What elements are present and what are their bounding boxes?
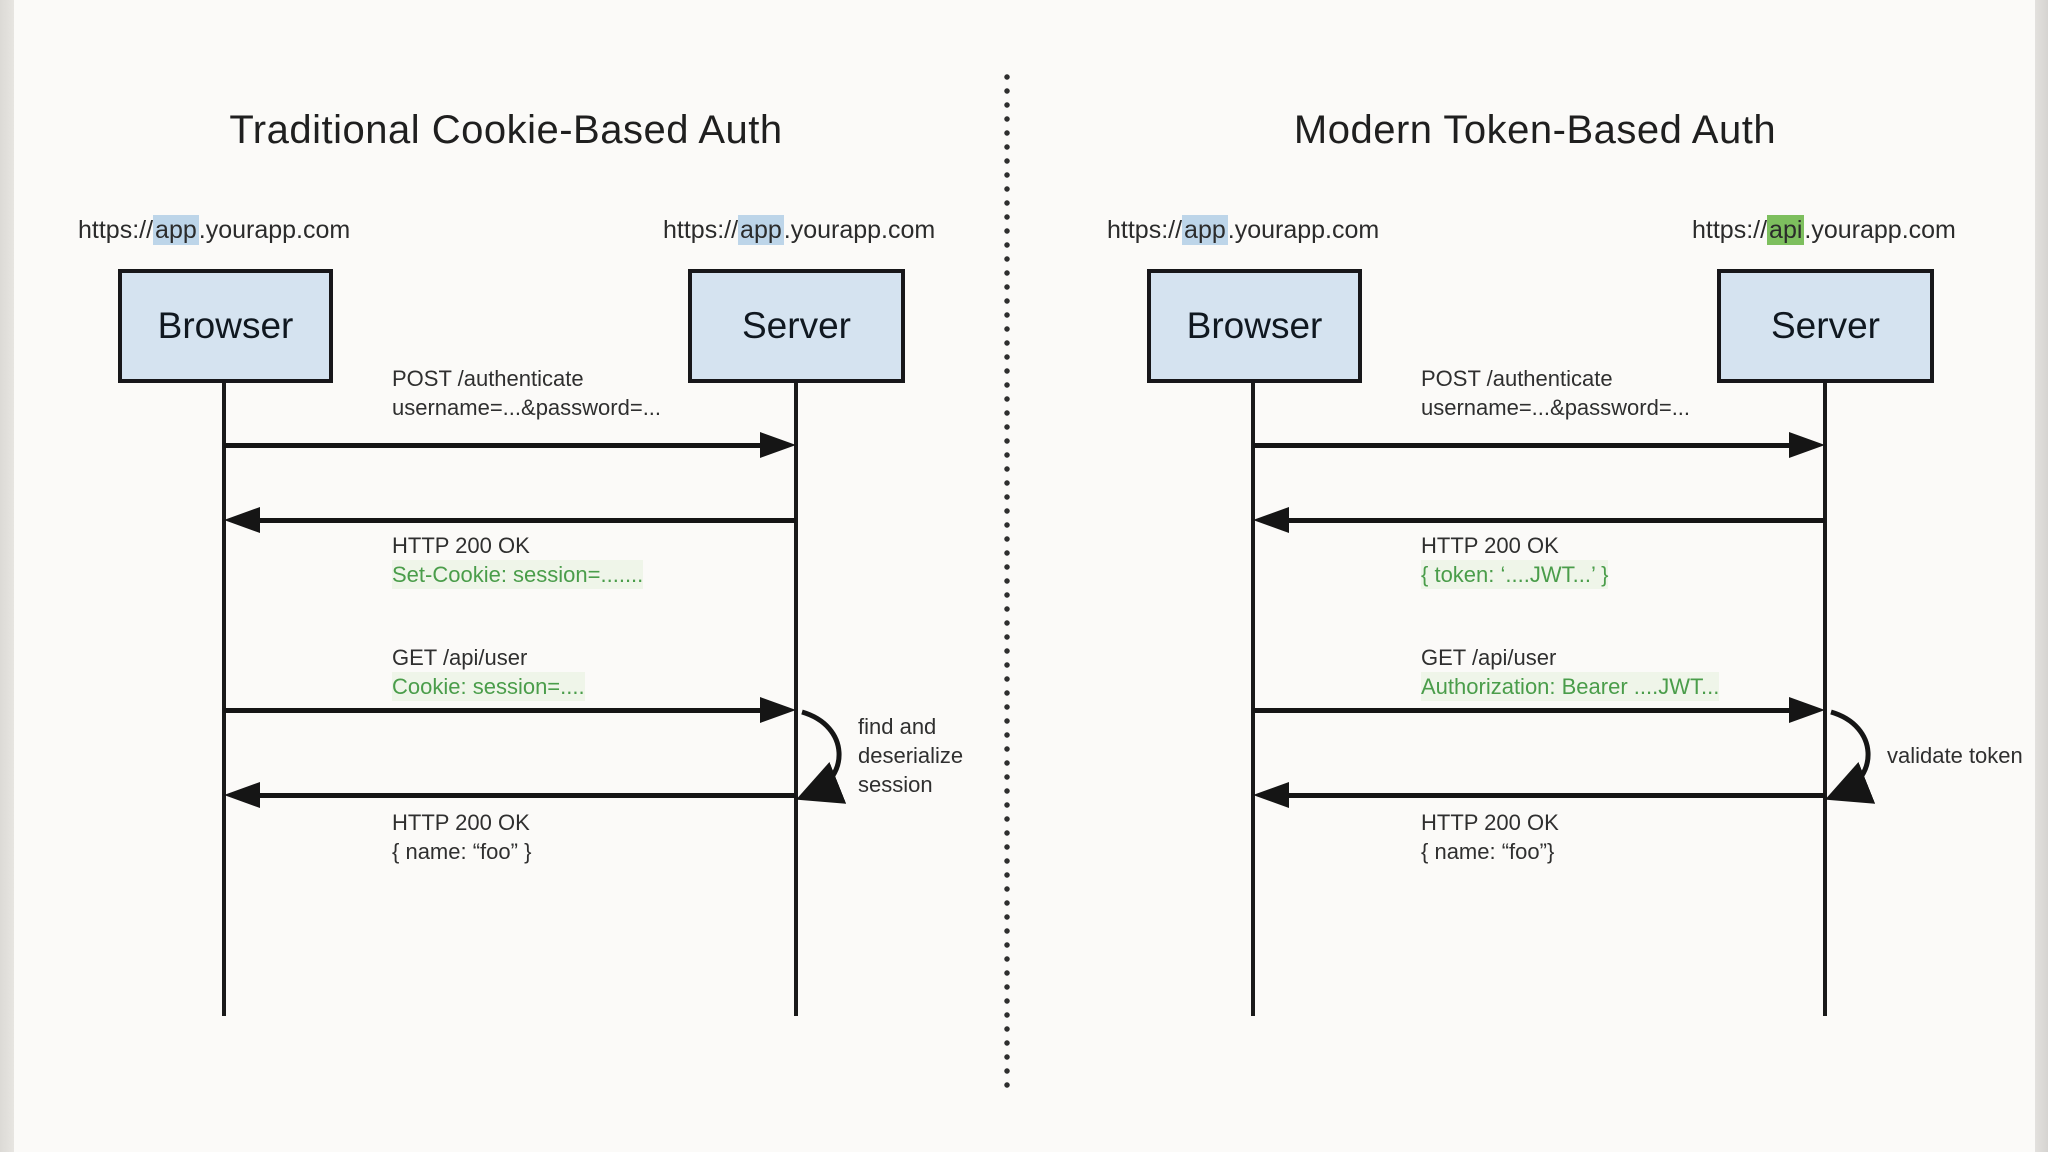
panel-token-auth: Modern Token-Based Auth https://app.your… [1029,0,2039,1152]
server-box: Server [1717,269,1934,383]
server-box-label: Server [1771,305,1880,346]
message-line1: GET /api/user [1421,645,1557,670]
response-arrow [224,507,796,533]
url-prefix: https:// [78,216,154,244]
arrow-shaft [1281,793,1825,798]
browser-box-label: Browser [157,305,294,346]
browser-box: Browser [1147,269,1362,383]
message-ok-json: HTTP 200 OK { name: “foo” } [392,808,531,866]
server-url: https://app.yourapp.com [663,215,936,245]
panel-cookie-auth: Traditional Cookie-Based Auth https://ap… [0,0,1010,1152]
request-arrow [1253,697,1825,723]
message-authenticate: POST /authenticate username=...&password… [392,364,661,422]
arrow-shaft [252,793,796,798]
browser-lifeline [222,383,226,1016]
side-note-line: find and [858,713,937,739]
message-line1: GET /api/user [392,645,528,670]
browser-lifeline [1251,383,1255,1016]
side-note: validate token [1887,712,2048,798]
message-token: HTTP 200 OK { token: ‘....JWT...’ } [1421,531,1609,589]
arrow-shaft [1281,518,1825,523]
message-line2: username=...&password=... [1421,395,1691,420]
panel-title: Traditional Cookie-Based Auth [229,108,783,152]
message-set-cookie: HTTP 200 OK Set-Cookie: session=....... [392,531,644,589]
arrowhead-left-icon [1253,507,1289,533]
browser-box-label: Browser [1186,305,1323,346]
arrowhead-right-icon [760,697,796,723]
url-highlight: app [153,215,199,245]
side-note-line: validate token [1887,742,2023,768]
arrow-shaft [1253,443,1797,448]
left-edge-shadow [0,0,14,1152]
message-get-user: GET /api/user Cookie: session=.... [392,643,585,701]
self-loop-arrow [796,709,847,804]
request-arrow [224,432,796,458]
message-line1: POST /authenticate [1421,366,1613,391]
side-note-line: deserialize [858,742,964,768]
url-highlight: app [1182,215,1228,245]
arrowhead-right-icon [1789,432,1825,458]
response-arrow [1253,782,1825,808]
browser-url: https://app.yourapp.com [1107,215,1380,245]
message-line1: POST /authenticate [392,366,584,391]
side-note: find and deserialize session [858,712,1058,798]
response-arrow [1253,507,1825,533]
url-suffix: .yourapp.com [1804,216,1956,244]
request-arrow [1253,432,1825,458]
self-loop-arrow [1825,709,1876,804]
server-lifeline [1823,383,1827,1016]
message-line1: HTTP 200 OK [392,533,530,558]
message-line1: HTTP 200 OK [1421,810,1559,835]
message-line2: { name: “foo” } [392,839,532,864]
arrowhead-left-icon [224,507,260,533]
server-lifeline [794,383,798,1016]
browser-box: Browser [118,269,333,383]
url-suffix: .yourapp.com [1227,216,1380,244]
message-get-user: GET /api/user Authorization: Bearer ....… [1421,643,1720,701]
message-line1: HTTP 200 OK [392,810,530,835]
panel-title: Modern Token-Based Auth [1293,108,1777,152]
url-suffix: .yourapp.com [783,216,936,244]
right-edge-shadow [2035,0,2048,1152]
server-url: https://api.yourapp.com [1692,215,1956,245]
arrow-shaft [224,708,768,713]
arrowhead-right-icon [1789,697,1825,723]
message-line2: username=...&password=... [392,395,662,420]
url-highlight: app [738,215,784,245]
dotted-divider [1004,70,1010,1092]
message-line2: { name: “foo”} [1421,839,1555,864]
request-arrow [224,697,796,723]
arrowhead-left-icon [1253,782,1289,808]
message-line1: HTTP 200 OK [1421,533,1559,558]
url-highlight: api [1767,215,1805,245]
url-suffix: .yourapp.com [198,216,351,244]
arrow-shaft [1253,708,1797,713]
message-line2: { token: ‘....JWT...’ } [1421,560,1609,589]
url-prefix: https:// [1107,216,1183,244]
arrow-shaft [224,443,768,448]
message-ok-json: HTTP 200 OK { name: “foo”} [1421,808,1559,866]
side-note-line: session [858,771,933,797]
message-authenticate: POST /authenticate username=...&password… [1421,364,1690,422]
message-line2: Cookie: session=.... [392,672,585,701]
arrowhead-right-icon [760,432,796,458]
server-box: Server [688,269,905,383]
server-box-label: Server [742,305,851,346]
url-prefix: https:// [1692,216,1768,244]
message-line2: Authorization: Bearer ....JWT... [1421,672,1720,701]
arrow-shaft [252,518,796,523]
response-arrow [224,782,796,808]
url-prefix: https:// [663,216,739,244]
arrowhead-left-icon [224,782,260,808]
message-line2: Set-Cookie: session=....... [392,560,644,589]
browser-url: https://app.yourapp.com [78,215,351,245]
